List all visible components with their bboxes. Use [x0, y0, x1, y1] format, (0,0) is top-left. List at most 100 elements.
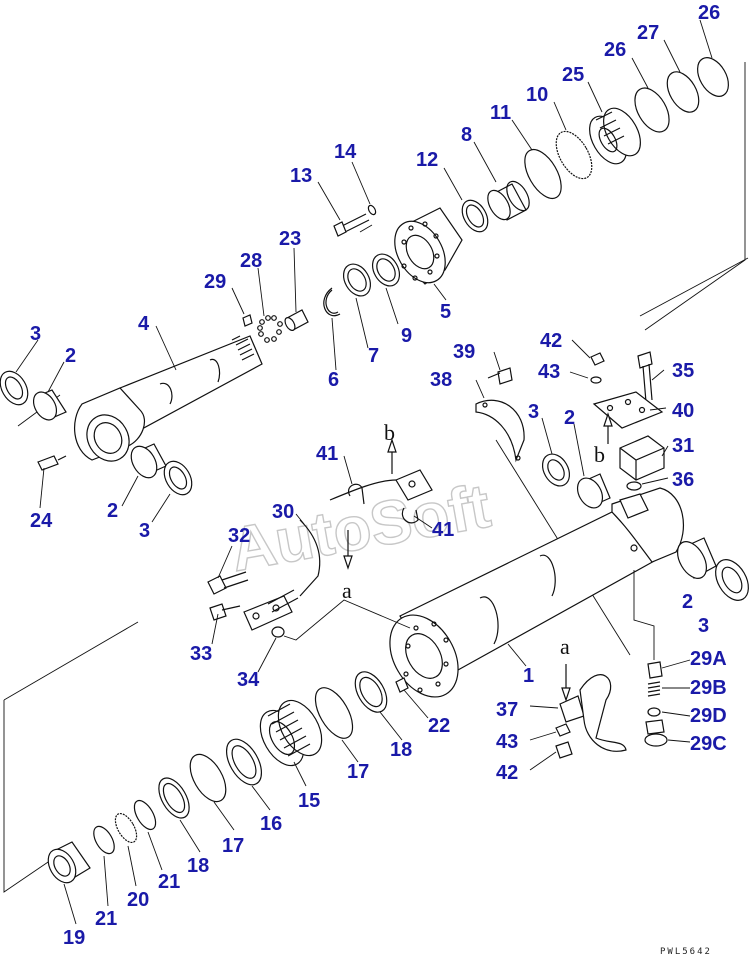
callout-22: 22	[428, 715, 450, 737]
callout-12: 12	[416, 149, 438, 171]
bolt-39	[487, 367, 513, 385]
callout-42: 42	[496, 762, 518, 784]
callout-41: 41	[432, 519, 454, 541]
snap-ring-6	[323, 287, 341, 317]
callout-25: 25	[562, 64, 584, 86]
callout-28: 28	[240, 250, 262, 272]
plug-29	[242, 314, 253, 327]
callout-11: 11	[490, 102, 511, 124]
leader-lines	[15, 19, 713, 925]
callout-35: 35	[672, 360, 694, 382]
bushing-2	[32, 389, 67, 421]
plug-29a	[647, 661, 663, 679]
callout-3: 3	[698, 615, 709, 637]
bushing-8	[487, 180, 530, 221]
callout-6: 6	[328, 369, 339, 391]
washer-14	[367, 204, 377, 216]
callout-33: 33	[190, 643, 212, 665]
ring-27	[666, 71, 700, 113]
pipe-30	[299, 519, 321, 597]
o-ring-36	[626, 481, 642, 491]
callout-1: 1	[523, 665, 534, 687]
callout-18: 18	[390, 739, 412, 761]
ring-26	[697, 57, 729, 97]
ring-10	[555, 130, 593, 180]
bushing-2	[576, 473, 611, 509]
ring-16	[225, 738, 263, 786]
frame-line	[359, 224, 373, 233]
callout-34: 34	[237, 669, 260, 691]
callout-18: 18	[187, 855, 209, 877]
callout-7: 7	[368, 345, 379, 367]
callout-13: 13	[290, 165, 312, 187]
ring-7	[342, 263, 372, 297]
frame-line	[3, 621, 139, 701]
plate-40	[592, 391, 664, 429]
frame-line	[639, 257, 749, 317]
drawing-code: PWL5642	[660, 947, 712, 957]
callout-5: 5	[440, 301, 451, 323]
seal-3	[715, 559, 749, 601]
flange-33-block	[243, 589, 299, 631]
view-marker-b: b	[594, 412, 613, 467]
view-marker-a: a	[342, 530, 353, 603]
seal-3	[0, 370, 29, 406]
view-marker-b: b	[384, 420, 397, 474]
flange-41a	[395, 469, 433, 501]
nut-19	[47, 841, 91, 884]
callout-38: 38	[430, 369, 452, 391]
ring-9	[371, 253, 401, 287]
top-assembly	[0, 57, 749, 496]
callout-10: 10	[526, 84, 548, 106]
callout-29b: 29B	[690, 677, 727, 699]
callouts: 26 27 26 25 10 11 8 12 14 13 23 28 29 5 …	[30, 2, 727, 949]
callout-21: 21	[158, 871, 180, 893]
ring-21	[133, 799, 157, 831]
callout-16: 16	[260, 813, 282, 835]
piston-seal-15	[259, 699, 323, 767]
clamp-41	[348, 483, 365, 505]
callout-29a: 29A	[690, 648, 727, 670]
callout-39: 39	[453, 341, 475, 363]
ring-11	[524, 148, 562, 200]
callout-15: 15	[298, 790, 320, 812]
bolt-33	[209, 603, 241, 621]
spring-29b	[647, 681, 661, 697]
bolt-32	[207, 571, 249, 595]
callout-20: 20	[127, 889, 149, 911]
callout-19: 19	[63, 927, 85, 949]
piston-rod-4	[74, 335, 263, 462]
view-marker-a: a	[560, 634, 571, 702]
callout-2: 2	[682, 591, 693, 613]
lower-assembly	[3, 621, 409, 893]
check-valve-group	[633, 570, 668, 747]
bolt-13	[333, 213, 370, 237]
callout-31: 31	[672, 435, 694, 457]
bushing-2	[676, 537, 717, 579]
nut-42	[590, 352, 605, 366]
clamp-38	[475, 399, 525, 463]
callout-8: 8	[461, 124, 472, 146]
block-31	[619, 435, 665, 481]
callout-23: 23	[279, 228, 301, 250]
callout-30: 30	[272, 501, 294, 523]
callout-43: 43	[538, 361, 560, 383]
bracket-37	[555, 674, 627, 759]
callout-37: 37	[496, 699, 518, 721]
callout-26: 26	[604, 39, 626, 61]
callout-14: 14	[334, 141, 357, 163]
o-ring-29d	[647, 707, 661, 717]
dowel-23	[284, 309, 309, 331]
nut-42	[555, 741, 573, 759]
callout-2: 2	[107, 500, 118, 522]
seal-3	[163, 460, 193, 496]
callout-2: 2	[564, 407, 575, 429]
frame-line	[3, 700, 55, 893]
wear-ring-17	[189, 753, 227, 803]
callout-24: 24	[30, 510, 53, 532]
callout-3: 3	[139, 520, 150, 542]
callout-43: 43	[496, 731, 518, 753]
wear-ring-17	[314, 687, 354, 739]
callout-29c: 29C	[690, 733, 727, 755]
